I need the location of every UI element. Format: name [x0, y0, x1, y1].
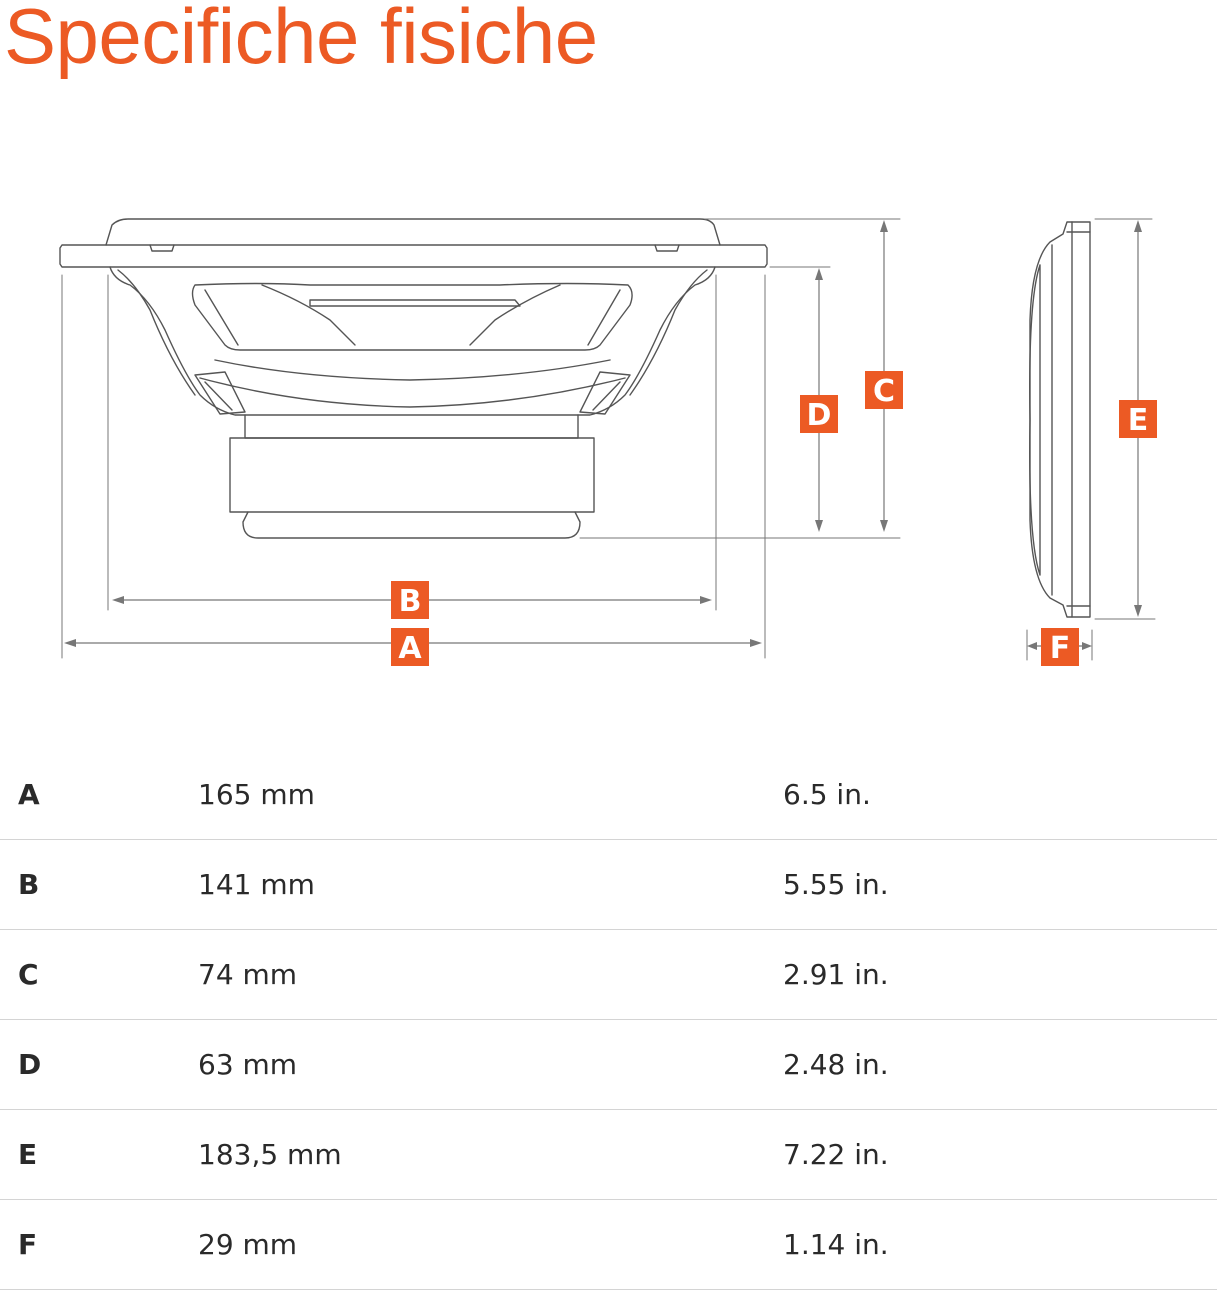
spec-value-inch: 1.14 in. [783, 1199, 1217, 1290]
svg-text:B: B [399, 584, 422, 619]
speaker-magnet [229, 437, 595, 513]
label-badge-A: A [391, 628, 429, 666]
label-badge-B: B [391, 581, 429, 619]
spec-value-mm: 63 mm [198, 1019, 783, 1110]
table-row: E 183,5 mm 7.22 in. [0, 1109, 1217, 1200]
spec-value-mm: 183,5 mm [198, 1109, 783, 1200]
spec-label: D [0, 1019, 198, 1110]
spec-label: C [0, 929, 198, 1020]
speaker-flange [59, 244, 768, 268]
spec-value-inch: 2.48 in. [783, 1019, 1217, 1110]
speaker-dimension-diagram: B A D C E F [59, 218, 1157, 666]
label-badge-D: D [800, 395, 838, 433]
speaker-side-profile [1029, 221, 1091, 618]
spec-value-inch: 6.5 in. [783, 750, 1217, 840]
spec-label: E [0, 1109, 198, 1200]
speaker-top-ring [105, 218, 721, 246]
table-row: B 141 mm 5.55 in. [0, 839, 1217, 930]
spec-value-inch: 2.91 in. [783, 929, 1217, 1020]
spec-value-inch: 5.55 in. [783, 839, 1217, 930]
speaker-basket [109, 266, 716, 416]
spec-label: B [0, 839, 198, 930]
svg-text:F: F [1050, 631, 1071, 666]
table-row: D 63 mm 2.48 in. [0, 1019, 1217, 1110]
label-badge-C: C [865, 371, 903, 409]
table-row: A 165 mm 6.5 in. [0, 750, 1217, 840]
svg-text:A: A [398, 631, 422, 666]
label-badge-E: E [1119, 400, 1157, 438]
page-title: Specifiche fisiche [4, 0, 598, 80]
svg-text:D: D [807, 398, 832, 433]
svg-text:C: C [873, 374, 895, 409]
spec-value-mm: 29 mm [198, 1199, 783, 1290]
spec-value-mm: 141 mm [198, 839, 783, 930]
spec-value-inch: 7.22 in. [783, 1109, 1217, 1200]
spec-value-mm: 74 mm [198, 929, 783, 1020]
specifications-table: A 165 mm 6.5 in. B 141 mm 5.55 in. C 74 … [0, 750, 1217, 1290]
svg-text:E: E [1128, 403, 1149, 438]
table-row: C 74 mm 2.91 in. [0, 929, 1217, 1020]
table-row: F 29 mm 1.14 in. [0, 1199, 1217, 1290]
label-badge-F: F [1041, 628, 1079, 666]
spec-label: F [0, 1199, 198, 1290]
spec-label: A [0, 750, 198, 840]
spec-value-mm: 165 mm [198, 750, 783, 840]
